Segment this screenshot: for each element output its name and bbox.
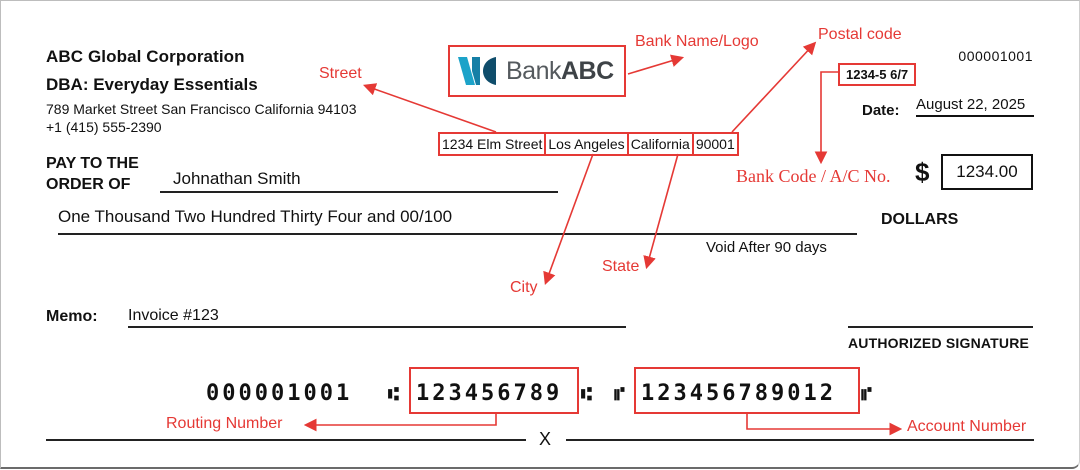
- annotation-street: Street: [319, 65, 362, 82]
- issuer-company-name: ABC Global Corporation: [46, 47, 245, 66]
- memo-field[interactable]: Invoice #123: [128, 307, 219, 324]
- micr-onus-symbol-open: ⑈: [614, 384, 628, 405]
- micr-transit-symbol-open: ⑆: [388, 384, 402, 405]
- signature-x-mark: X: [539, 429, 552, 449]
- issuer-phone: +1 (415) 555-2390: [46, 119, 162, 135]
- date-label: Date:: [862, 102, 900, 119]
- memo-label: Memo:: [46, 308, 98, 325]
- bank-logo-mark-icon: [458, 57, 496, 85]
- annotation-bank-name-logo: Bank Name/Logo: [635, 33, 759, 50]
- date-field[interactable]: August 22, 2025: [916, 96, 1034, 117]
- bank-city: Los Angeles: [544, 132, 629, 156]
- signature-line[interactable]: [848, 326, 1033, 328]
- dollars-label: DOLLARS: [881, 211, 959, 228]
- bottom-rule-left: [46, 439, 526, 441]
- bank-address: 1234 Elm Street Los Angeles California 9…: [438, 132, 739, 156]
- payee-field[interactable]: Johnathan Smith: [173, 169, 301, 188]
- bottom-rule-right: [566, 439, 1034, 441]
- amount-field[interactable]: 1234.00: [941, 154, 1033, 190]
- issuer-address: 789 Market Street San Francisco Californ…: [46, 101, 357, 117]
- micr-routing-number: 123456789: [416, 381, 563, 406]
- annotation-state: State: [602, 258, 640, 275]
- annotation-city: City: [510, 279, 538, 296]
- bank-code: 1234-5 6/7: [838, 63, 917, 86]
- check-number: 000001001: [958, 48, 1033, 64]
- bank-state: California: [626, 132, 694, 156]
- micr-transit-symbol-close: ⑆: [581, 384, 595, 405]
- account-number-highlight: [634, 367, 860, 414]
- annotation-postal-code: Postal code: [818, 26, 902, 43]
- currency-symbol: $: [915, 157, 930, 187]
- micr-account-number: 123456789012: [641, 381, 836, 406]
- bank-logo: BankABC: [448, 45, 626, 97]
- annotation-bank-code: Bank Code / A/C No.: [736, 166, 891, 186]
- micr-check-number: 000001001: [206, 381, 353, 406]
- annotation-account-number: Account Number: [907, 418, 1027, 435]
- amount-words-underline: [58, 233, 857, 235]
- bank-street: 1234 Elm Street: [438, 132, 547, 156]
- micr-onus-symbol-close: ⑈: [861, 384, 875, 405]
- payee-underline: [160, 191, 558, 193]
- routing-number-highlight: [409, 367, 579, 414]
- bank-postal-code: 90001: [691, 132, 739, 156]
- void-notice: Void After 90 days: [706, 239, 827, 256]
- annotation-routing-number: Routing Number: [166, 415, 283, 432]
- pay-to-label: PAY TO THE ORDER OF: [46, 155, 139, 193]
- issuer-dba: DBA: Everyday Essentials: [46, 75, 258, 94]
- memo-underline: [128, 326, 626, 328]
- amount-words-field[interactable]: One Thousand Two Hundred Thirty Four and…: [58, 207, 453, 226]
- bank-logo-text: BankABC: [506, 56, 614, 85]
- signature-label: AUTHORIZED SIGNATURE: [848, 335, 1030, 351]
